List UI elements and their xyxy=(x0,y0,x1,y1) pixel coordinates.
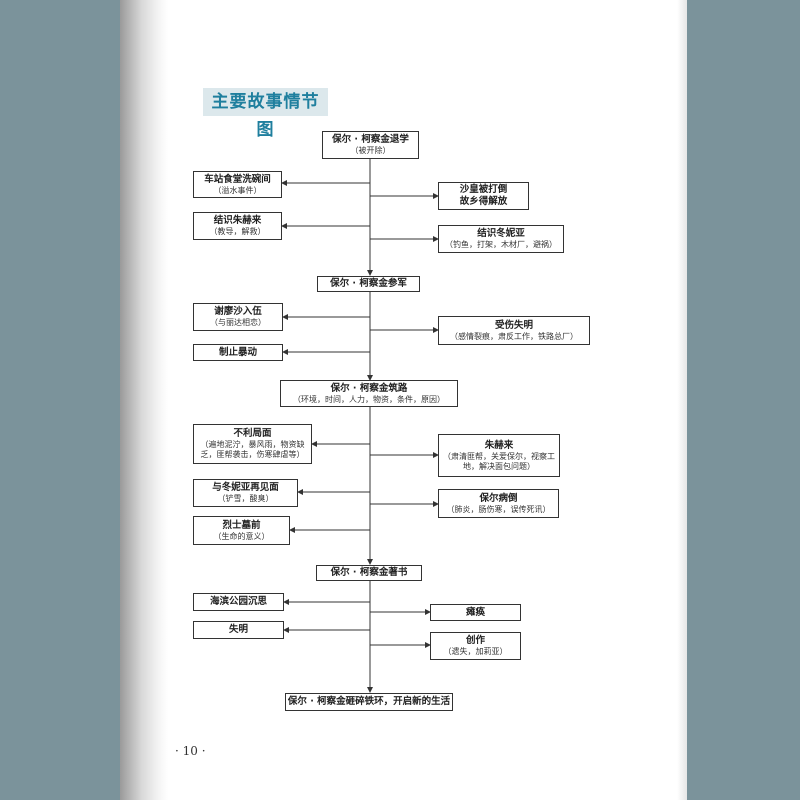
section-title: 主要故事情节图 xyxy=(203,88,328,140)
node-martyrs-grave: 烈士墓前 （生命的意义） xyxy=(193,516,290,545)
node-stop-riot: 制止暴动 xyxy=(193,344,283,361)
node-new-life: 保尔 · 柯察金砸碎铁环，开启新的生活 xyxy=(285,693,453,711)
node-station-canteen: 车站食堂洗碗间 （溢水事件） xyxy=(193,171,282,198)
node-meet-zhukhrai: 结识朱赫来 （教导，解救） xyxy=(193,212,282,240)
node-paul-falls-ill: 保尔病倒 （肺炎，肠伤寒，误传死讯） xyxy=(438,489,559,518)
node-meet-tonya: 结识冬妮亚 （钓鱼，打架，木材厂，避祸） xyxy=(438,225,564,253)
node-creation: 创作 （遗失，加莉亚） xyxy=(430,632,521,660)
node-meet-tonya-again: 与冬妮亚再见面 （铲雪，酸臭） xyxy=(193,479,298,507)
node-build-railway: 保尔 · 柯察金筑路 （环境，时间，人力，物资，条件，原因） xyxy=(280,380,458,407)
node-seaside-park: 海滨公园沉思 xyxy=(193,593,284,611)
node-leave-school: 保尔 · 柯察金退学 （被开除） xyxy=(322,131,419,159)
book-page: 主要故事情节图 xyxy=(120,0,687,800)
node-seryozha-enlists: 谢廖沙入伍 （与丽达相恋） xyxy=(193,303,283,331)
flow-connectors xyxy=(281,159,439,693)
page-edge xyxy=(677,0,687,800)
spine-shadow xyxy=(120,0,168,800)
node-blindness: 失明 xyxy=(193,621,284,639)
node-injured-blind: 受伤失明 （感情裂痕，肃反工作，铁路总厂） xyxy=(438,316,590,345)
node-adverse-situation: 不利局面 （遍地泥泞，暴风雨，物资缺乏，匪帮袭击，伤寒肆虐等） xyxy=(193,424,312,464)
node-join-army: 保尔 · 柯察金参军 xyxy=(317,276,420,292)
node-paralysis: 瘫痪 xyxy=(430,604,521,621)
node-write-book: 保尔 · 柯察金著书 xyxy=(316,565,422,581)
node-tsar-overthrown: 沙皇被打倒 故乡得解放 xyxy=(438,182,529,210)
page-number: · 10 · xyxy=(175,744,206,758)
node-zhukhrai-site: 朱赫来 （肃清匪帮，关爱保尔，视察工地，解决面包问题） xyxy=(438,434,560,477)
